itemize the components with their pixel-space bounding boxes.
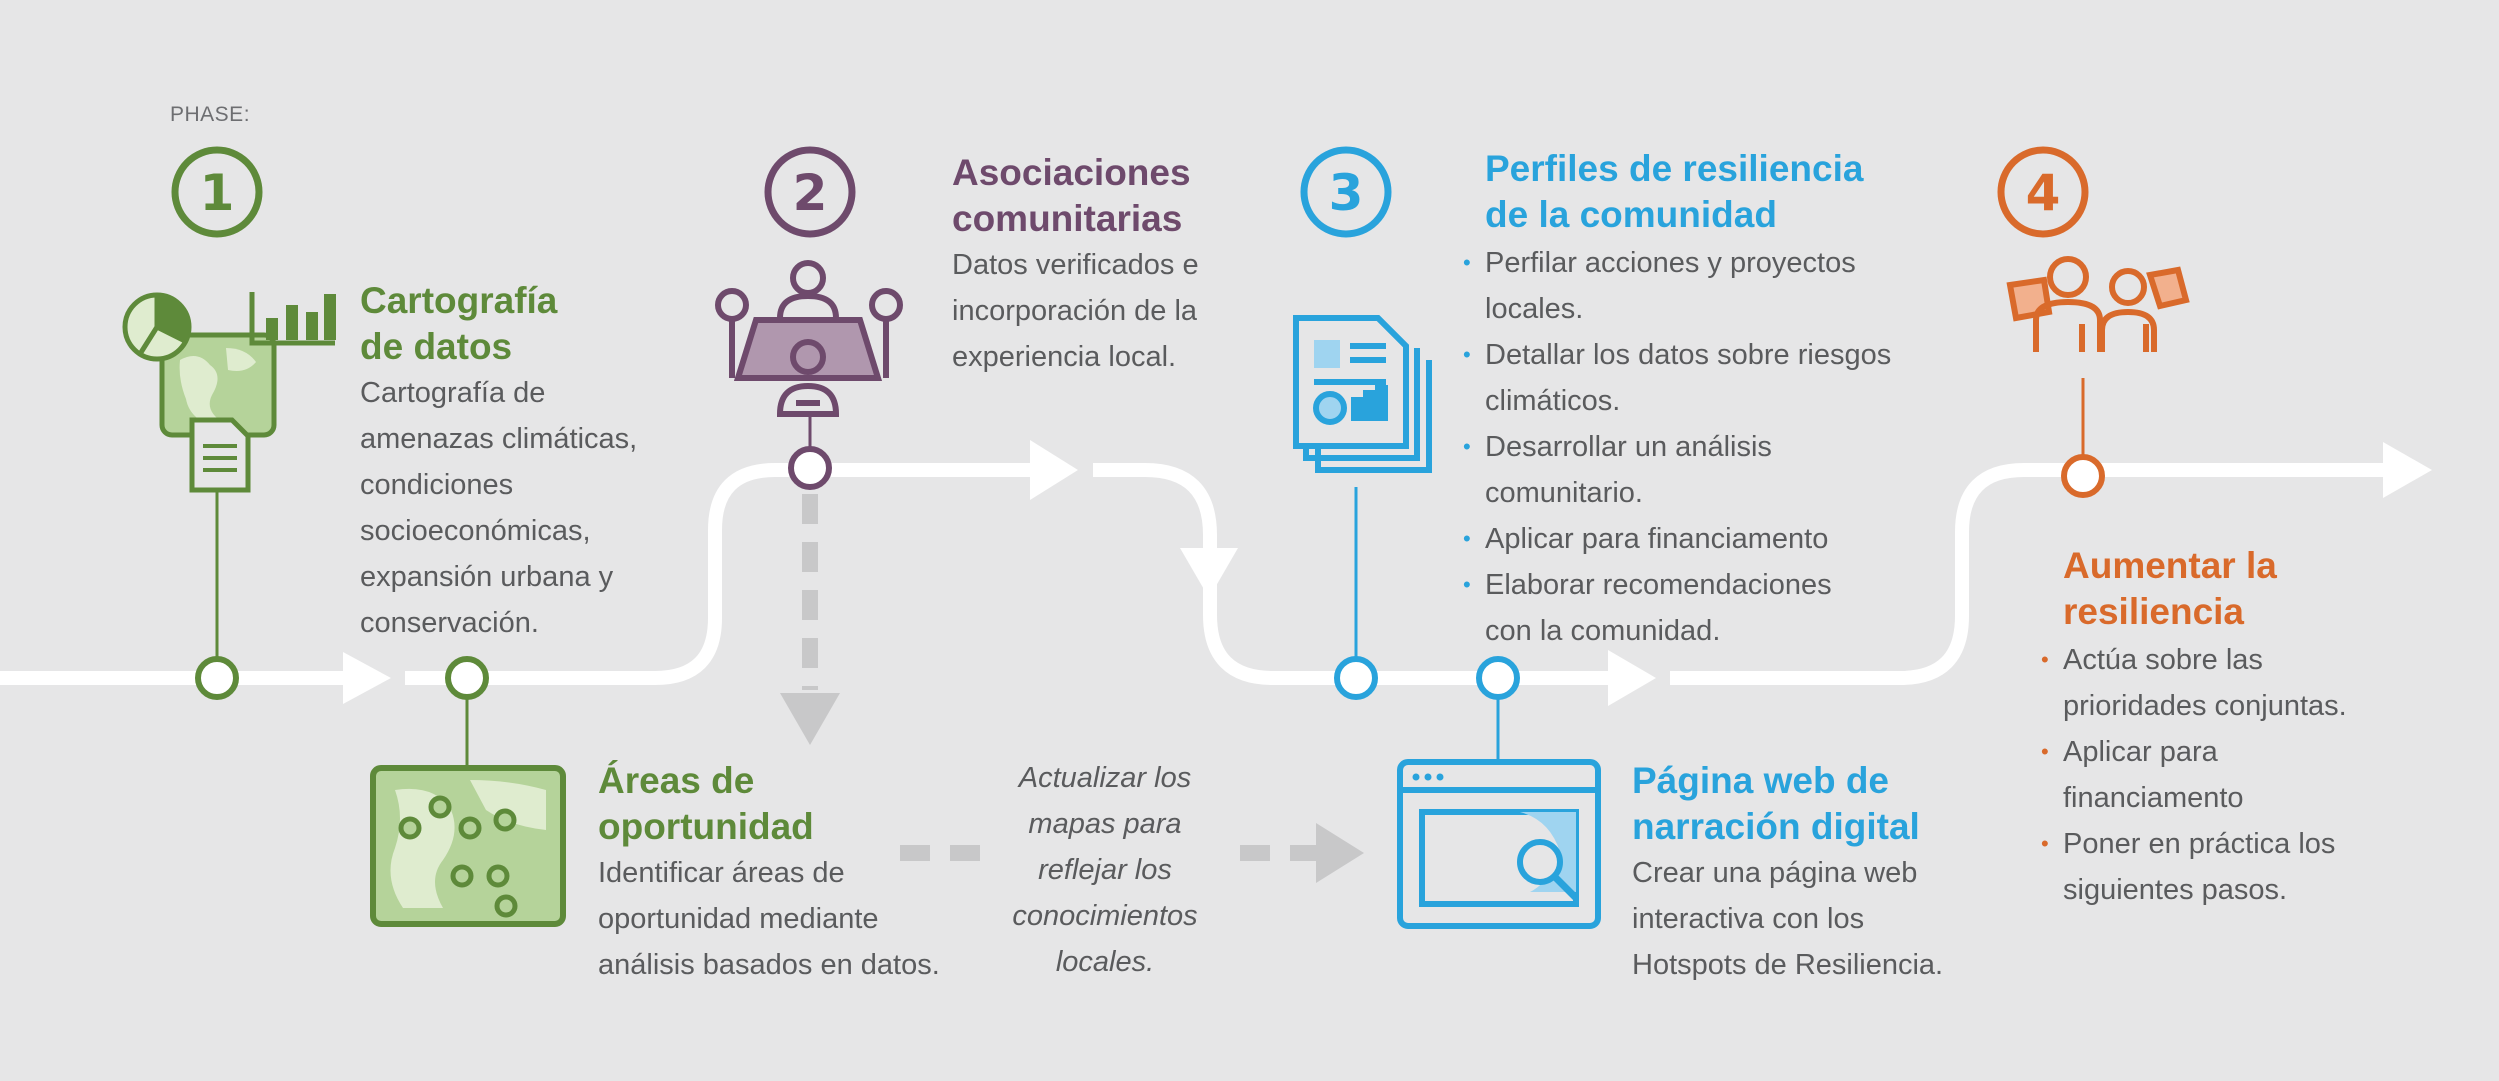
opportunity-title-line2: oportunidad	[598, 806, 814, 847]
web-page-search-icon	[1397, 759, 1601, 929]
storytelling-line1: Crear una página web	[1632, 857, 1918, 889]
update-maps-line4: conocimientos	[1012, 900, 1198, 932]
storytelling-line2: interactiva con los	[1632, 903, 1865, 935]
resilience-title-line1: Aumentar la	[2063, 545, 2277, 586]
opportunity-line2: oportunidad mediante	[598, 903, 879, 935]
profiles-title-line1: Perfiles de resiliencia	[1485, 148, 1864, 189]
profiles-bullet: Detallar los datos sobre riesgosclimátic…	[1461, 332, 1891, 424]
update-maps-line2: mapas para	[1028, 808, 1182, 840]
storytelling-line3: Hotspots de Resiliencia.	[1632, 949, 1944, 981]
dashed-right-arrowhead	[1316, 823, 1364, 883]
mapping-line2: amenazas climáticas,	[360, 423, 638, 455]
arrowhead-5	[2383, 442, 2432, 498]
opportunity-block: Áreas de oportunidad Identificar áreas d…	[598, 758, 940, 988]
node-storytelling	[1476, 656, 1520, 760]
update-maps-line5: locales.	[1055, 946, 1155, 978]
phase-1-number: 1	[200, 164, 235, 222]
update-maps-note: Actualizar los mapas para reflejar los c…	[960, 755, 1250, 985]
phase-2-number: 2	[793, 164, 828, 222]
node-opportunity	[445, 656, 489, 765]
profiles-block: Perfiles de resiliencia de la comunidad	[1485, 146, 1863, 238]
arrowhead-4	[1608, 650, 1656, 706]
arrowhead-1	[343, 652, 391, 704]
flow-arrowheads	[343, 440, 2432, 706]
map-pins-icon	[370, 765, 566, 927]
partnerships-line1: Datos verificados e	[952, 249, 1199, 281]
mapping-line5: expansión urbana y	[360, 561, 614, 593]
phase-3-badge: 3	[1300, 146, 1392, 238]
mapping-line3: condiciones	[360, 469, 514, 501]
update-maps-line3: reflejar los	[1038, 854, 1172, 886]
storytelling-title-line2: narración digital	[1632, 806, 1920, 847]
mapping-line6: conservación.	[360, 607, 539, 639]
partnerships-title-line2: comunitarias	[952, 198, 1183, 239]
mapping-title-line1: Cartografía	[360, 280, 558, 321]
node-partnerships	[788, 415, 832, 490]
node-mapping	[195, 490, 239, 700]
phase-1-badge: 1	[171, 146, 263, 238]
arrowhead-2	[1030, 440, 1078, 500]
opportunity-line3: análisis basados en datos.	[598, 949, 940, 981]
opportunity-line1: Identificar áreas de	[598, 857, 845, 889]
mapping-block: Cartografía de datos Cartografía de amen…	[360, 278, 637, 646]
meeting-table-icon	[715, 260, 903, 417]
mapping-line1: Cartografía de	[360, 377, 546, 409]
node-profiles	[1334, 487, 1378, 700]
flow-path	[0, 463, 2385, 685]
gray-connectors	[780, 494, 1364, 883]
partnerships-block: Asociaciones comunitarias Datos verifica…	[952, 150, 1199, 380]
charts-map-document-icon	[122, 292, 336, 493]
storytelling-title-line1: Página web de	[1632, 760, 1890, 801]
mapping-title-line2: de datos	[360, 326, 513, 367]
opportunity-title-line1: Áreas de	[598, 760, 755, 801]
resilience-title-line2: resiliencia	[2063, 591, 2245, 632]
team-puzzle-icon	[2006, 256, 2190, 352]
phase-4-badge: 4	[1997, 146, 2089, 238]
resilience-block: Aumentar la resiliencia	[2063, 543, 2277, 635]
profiles-title-line2: de la comunidad	[1485, 194, 1777, 235]
profiles-bullet: Aplicar para financiamento	[1461, 516, 1891, 562]
phase-2-badge: 2	[764, 146, 856, 238]
dashed-down-arrowhead	[780, 693, 840, 745]
partnerships-line3: experiencia local.	[952, 341, 1177, 373]
mapping-line4: socioeconómicas,	[360, 515, 591, 547]
partnerships-line2: incorporación de la	[952, 295, 1198, 327]
update-maps-line1: Actualizar los	[1018, 762, 1192, 794]
arrowhead-3	[1180, 548, 1238, 598]
phase-label: PHASE:	[170, 103, 251, 126]
node-resilience	[2061, 378, 2105, 498]
phase-4-number: 4	[2026, 164, 2061, 222]
partnerships-title-line1: Asociaciones	[952, 152, 1191, 193]
report-documents-icon	[1293, 315, 1432, 473]
storytelling-block: Página web de narración digital Crear un…	[1632, 758, 1943, 988]
phase-3-number: 3	[1329, 164, 1364, 222]
